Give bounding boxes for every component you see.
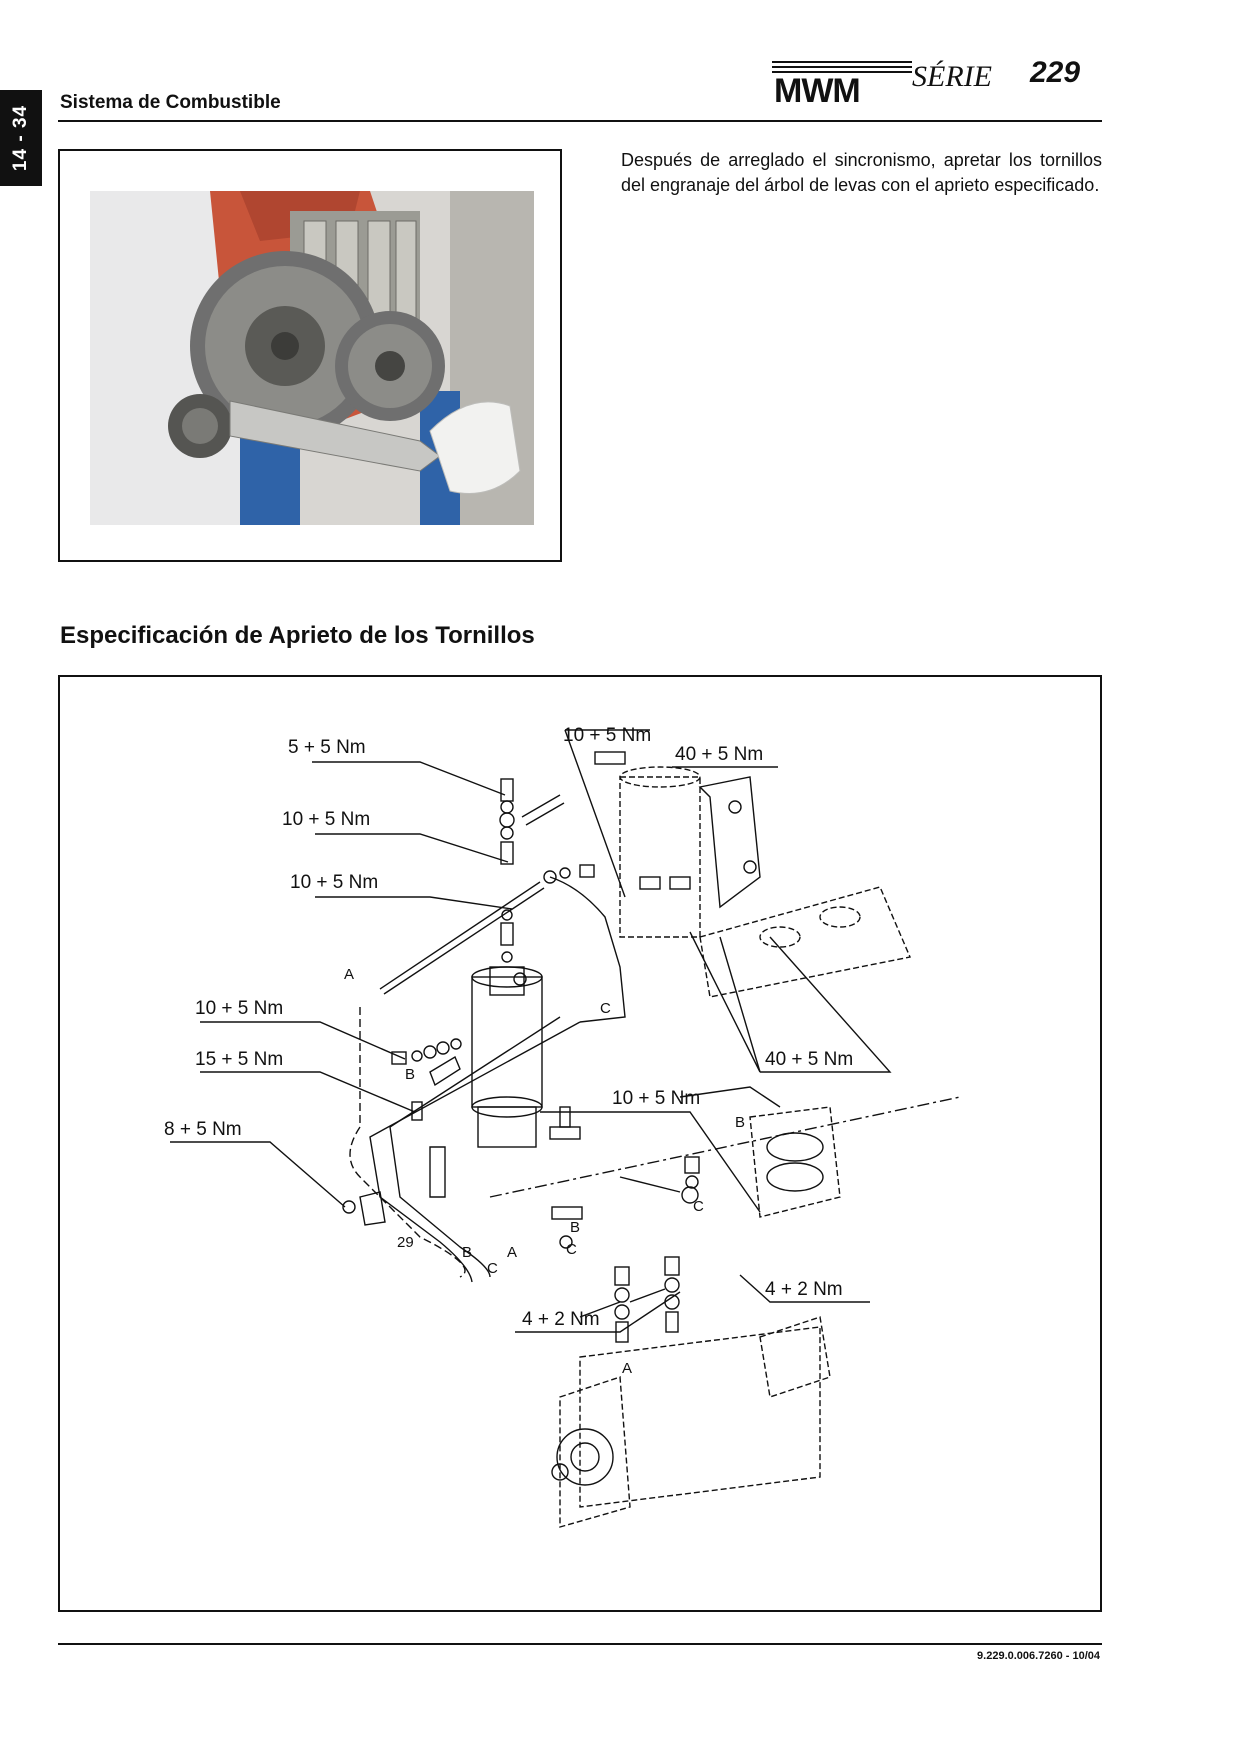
page-number-tab: 14 - 34 bbox=[0, 90, 42, 186]
header-rule bbox=[58, 120, 1102, 122]
torque-label: 10 + 5 Nm bbox=[612, 1088, 700, 1109]
torque-label: 10 + 5 Nm bbox=[563, 725, 651, 746]
torque-label: 15 + 5 Nm bbox=[195, 1049, 283, 1070]
callout-letter: B bbox=[462, 1244, 472, 1261]
callout-number: 29 bbox=[397, 1234, 414, 1251]
svg-text:SÉRIE: SÉRIE bbox=[912, 60, 992, 93]
torque-label: 10 + 5 Nm bbox=[195, 998, 283, 1019]
callout-letter: B bbox=[405, 1066, 415, 1083]
section-title: Sistema de Combustible bbox=[60, 92, 281, 113]
svg-text:229: 229 bbox=[1029, 56, 1080, 89]
torque-label: 10 + 5 Nm bbox=[290, 872, 378, 893]
instruction-text: Después de arreglado el sincronismo, apr… bbox=[621, 150, 1102, 195]
callout-letter: C bbox=[600, 1000, 611, 1017]
torque-label: 8 + 5 Nm bbox=[164, 1119, 242, 1140]
callout-letter: B bbox=[570, 1219, 580, 1236]
callout-letter: A bbox=[622, 1360, 632, 1377]
document-code: 9.229.0.006.7260 - 10/04 bbox=[977, 1650, 1100, 1662]
callout-letter: A bbox=[344, 966, 354, 983]
torque-label: 4 + 2 Nm bbox=[522, 1309, 600, 1330]
mwm-logo: MWM SÉRIE 229 bbox=[772, 56, 1080, 106]
page-number: 14 - 34 bbox=[10, 104, 31, 172]
torque-label: 40 + 5 Nm bbox=[765, 1049, 853, 1070]
torque-diagram-frame: 5 + 5 Nm 10 + 5 Nm 10 + 5 Nm 10 + 5 Nm 4… bbox=[58, 675, 1102, 1612]
svg-text:MWM: MWM bbox=[774, 72, 860, 106]
torque-diagram: 5 + 5 Nm 10 + 5 Nm 10 + 5 Nm 10 + 5 Nm 4… bbox=[164, 725, 961, 1528]
torque-spec-heading: Especificación de Aprieto de los Tornill… bbox=[60, 622, 535, 649]
footer-rule bbox=[58, 1643, 1102, 1645]
torque-label: 5 + 5 Nm bbox=[288, 737, 366, 758]
callout-letter: C bbox=[487, 1260, 498, 1277]
callout-letter: A bbox=[507, 1244, 517, 1261]
torque-label: 40 + 5 Nm bbox=[675, 744, 763, 765]
callout-letter: C bbox=[693, 1198, 704, 1215]
engine-photo bbox=[90, 191, 534, 525]
callout-letter: B bbox=[735, 1114, 745, 1131]
photo-frame bbox=[58, 149, 562, 562]
torque-label: 4 + 2 Nm bbox=[765, 1279, 843, 1300]
torque-label: 10 + 5 Nm bbox=[282, 809, 370, 830]
callout-letter: C bbox=[566, 1241, 577, 1258]
